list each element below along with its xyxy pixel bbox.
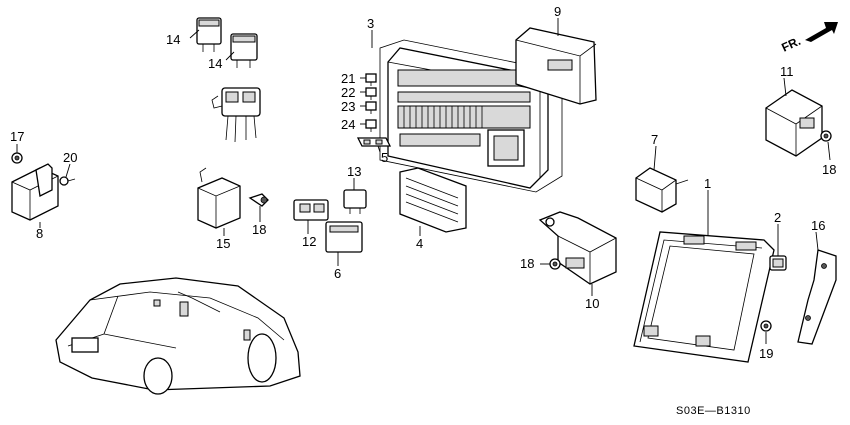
bolt-19 <box>760 320 772 332</box>
callout-5: 5 <box>381 150 388 165</box>
fuse-24 <box>365 119 377 132</box>
callout-22: 22 <box>341 85 355 100</box>
relay-6 <box>325 221 363 253</box>
callout-17: 17 <box>10 129 24 144</box>
callout-10: 10 <box>585 296 599 311</box>
diagram-code: S03E—B1310 <box>676 405 751 417</box>
callout-3: 3 <box>367 16 374 31</box>
callout-18-right: 18 <box>822 162 836 177</box>
callout-18-center: 18 <box>520 256 534 271</box>
bolt-18-right <box>820 130 832 142</box>
callout-20: 20 <box>63 150 77 165</box>
control-module-10 <box>538 211 617 285</box>
front-direction-label: FR. <box>779 34 802 55</box>
callout-11: 11 <box>780 64 794 79</box>
screw-20 <box>59 176 76 186</box>
fuse-box-fuse-rows <box>397 69 531 167</box>
callout-4: 4 <box>416 236 423 251</box>
callout-15: 15 <box>216 236 230 251</box>
callout-14-lower: 14 <box>208 56 222 71</box>
clip-2 <box>769 255 787 271</box>
callout-23: 23 <box>341 99 355 114</box>
callout-1: 1 <box>704 176 711 191</box>
callout-9: 9 <box>554 4 561 19</box>
fuse-21 <box>365 73 377 86</box>
callout-12: 12 <box>302 234 316 249</box>
relay-14-lower <box>230 33 258 68</box>
relay-socket <box>211 87 261 143</box>
relay-8 <box>11 163 59 221</box>
callout-19: 19 <box>759 346 773 361</box>
callout-8: 8 <box>36 226 43 241</box>
fuse-puller-5 <box>356 137 392 147</box>
relay-14-upper <box>196 17 222 52</box>
callout-7: 7 <box>651 132 658 147</box>
callout-13: 13 <box>347 164 361 179</box>
callout-18-left: 18 <box>252 222 266 237</box>
callout-16: 16 <box>811 218 825 233</box>
callout-6: 6 <box>334 266 341 281</box>
bolt-18-center <box>549 258 561 270</box>
fuse-23 <box>365 101 377 114</box>
fuse-box-3 <box>379 39 563 193</box>
relay-13 <box>343 189 367 214</box>
bracket-16 <box>797 249 837 345</box>
bolt-17 <box>11 152 23 164</box>
callout-2: 2 <box>774 210 781 225</box>
relay-15 <box>197 167 241 229</box>
engine-control-unit-1 <box>633 231 775 363</box>
callout-21: 21 <box>341 71 355 86</box>
callout-14-upper: 14 <box>166 32 180 47</box>
vehicle-location-illustration <box>55 277 301 395</box>
callout-24: 24 <box>341 117 355 132</box>
front-direction-arrow: FR. <box>779 22 838 55</box>
control-unit-7 <box>635 167 689 213</box>
leader-lines <box>16 18 831 344</box>
fuse-22 <box>365 87 377 100</box>
relay-12 <box>293 199 329 221</box>
callout-labels: 14 14 3 9 11 21 22 23 24 5 17 20 8 15 18… <box>10 4 836 361</box>
bolt-18-left <box>248 193 269 207</box>
fuse-box-cover-4 <box>399 167 467 233</box>
relay-11 <box>765 89 823 157</box>
control-unit-9 <box>515 27 597 105</box>
